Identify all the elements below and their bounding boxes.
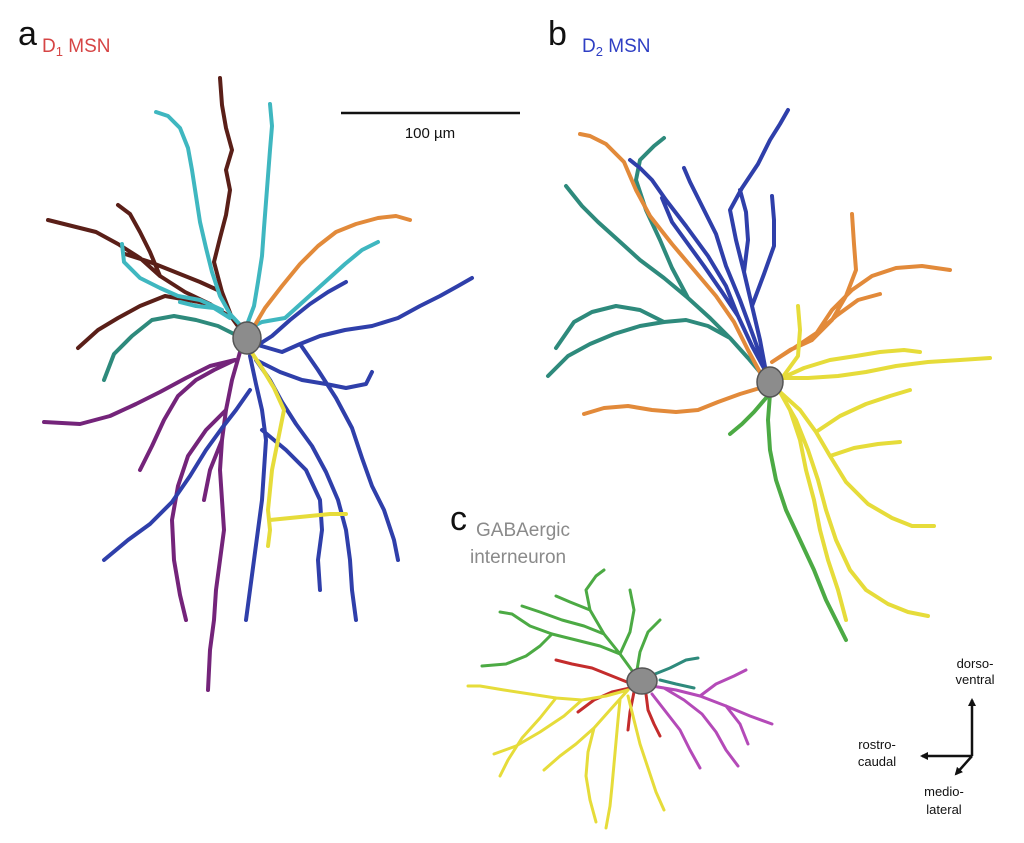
axis-diag-label-line2: lateral xyxy=(926,802,962,817)
panel-b-title: D2 MSN xyxy=(582,36,650,59)
d1-dendrite-cyan xyxy=(120,102,380,332)
d1-dendrite-purple xyxy=(42,350,242,692)
gaba-dendrite-green xyxy=(480,568,662,678)
panel-b: b D2 MSN xyxy=(546,15,992,642)
panel-a: a D1 MSN xyxy=(18,15,474,692)
d2-dendrites xyxy=(546,108,992,642)
axis-up-label-line1: dorso- xyxy=(957,656,994,671)
d1-dendrite-brown xyxy=(46,76,247,350)
gaba-soma xyxy=(626,667,658,695)
panel-c: c GABAergic interneuron xyxy=(450,500,774,830)
d2-dendrite-green xyxy=(728,392,848,642)
panel-c-title-line1: GABAergic xyxy=(476,520,570,541)
d2-dendrite-orange xyxy=(578,132,952,416)
panel-a-letter: a xyxy=(18,15,37,53)
axis-left-label-line1: rostro- xyxy=(858,737,896,752)
panel-b-letter: b xyxy=(548,15,567,53)
d1-dendrite-yellow xyxy=(248,348,348,548)
orientation-axes: dorso- ventral rostro- caudal medio- lat… xyxy=(858,656,995,817)
panel-a-title: D1 MSN xyxy=(42,36,110,59)
d1-dendrite-blue xyxy=(102,276,474,622)
d2-dendrite-teal xyxy=(546,136,767,380)
gaba-dendrite-yellow xyxy=(466,684,666,830)
panel-c-letter: c xyxy=(450,500,467,538)
gaba-dendrites xyxy=(466,568,774,830)
d2-dendrite-blue xyxy=(628,108,790,374)
panel-c-title-line2: interneuron xyxy=(470,547,566,568)
d2-soma xyxy=(756,366,784,398)
axis-left-label-line2: caudal xyxy=(858,754,896,769)
axis-diag-arrow xyxy=(954,755,973,776)
scale-bar: 100 µm xyxy=(341,111,520,142)
d1-dendrite-orange xyxy=(250,214,412,332)
scale-bar-label: 100 µm xyxy=(405,125,455,142)
d1-dendrites xyxy=(42,76,474,692)
axis-up-label-line2: ventral xyxy=(955,672,994,687)
axis-diag-label-line1: medio- xyxy=(924,784,964,799)
gaba-dendrite-magenta xyxy=(650,668,774,770)
d1-dendrite-teal xyxy=(102,314,240,382)
d2-dendrite-yellow xyxy=(778,304,992,622)
d1-soma xyxy=(232,321,262,355)
gaba-dendrite-teal xyxy=(648,656,700,690)
